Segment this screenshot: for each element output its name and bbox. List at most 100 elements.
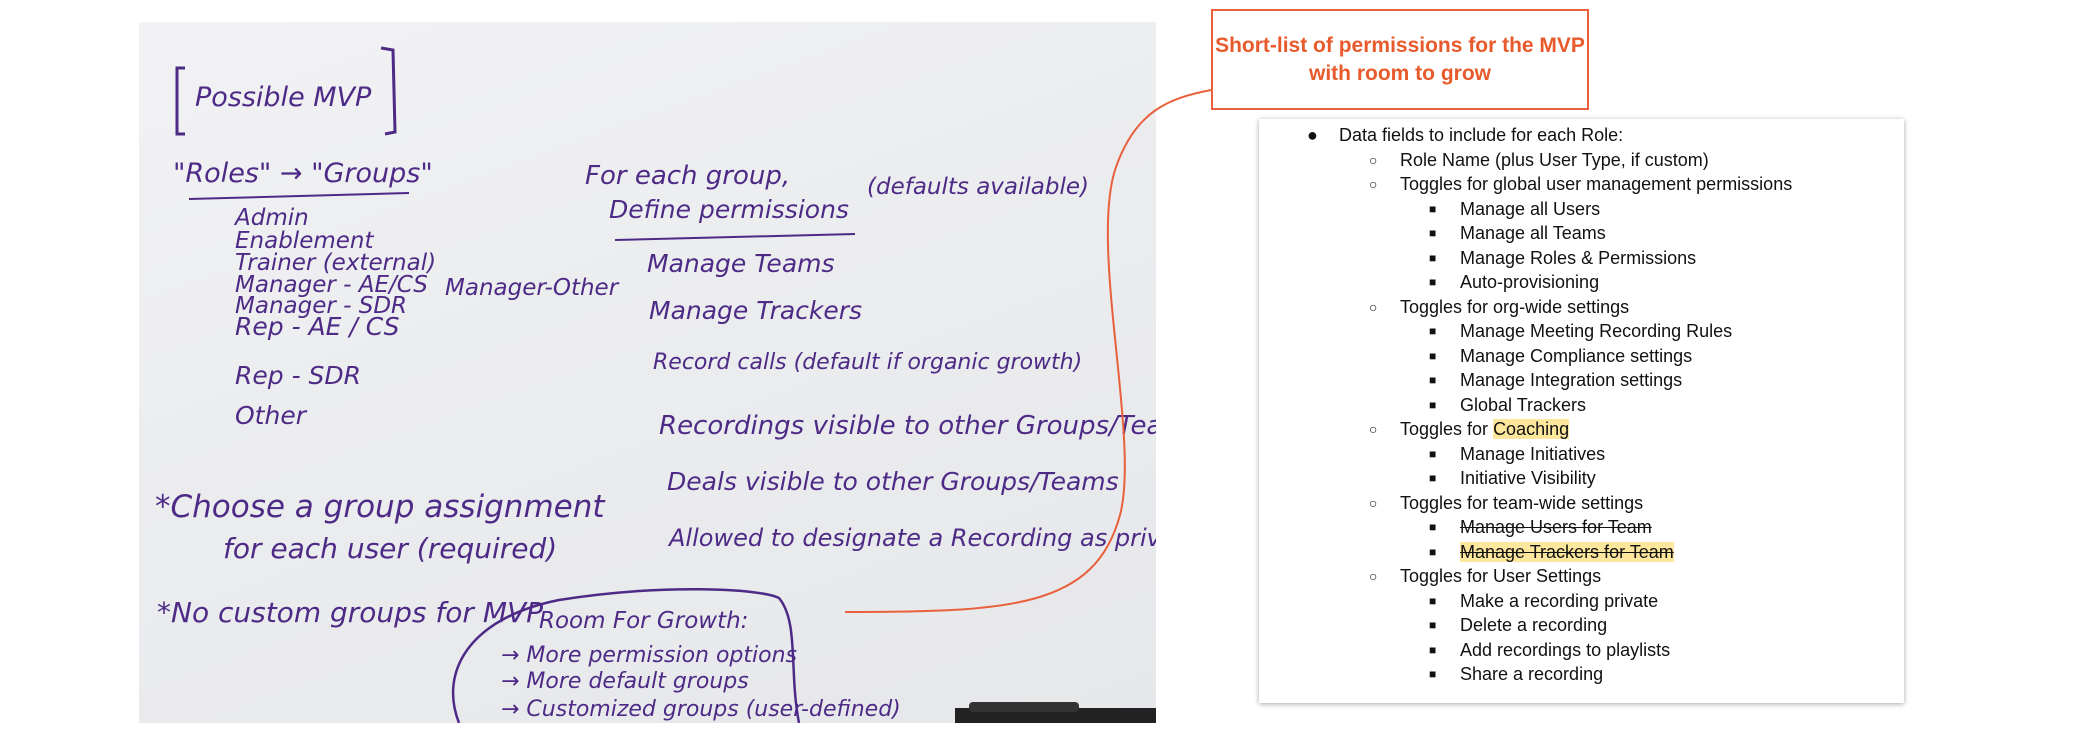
doc-item-label: Global Trackers — [1460, 394, 1587, 415]
wb-permission-item: Record calls (default if organic growth) — [653, 350, 1082, 375]
doc-item: ■ Manage Meeting Recording Rules — [1259, 319, 1904, 344]
wb-permission-item: Manage Teams — [647, 249, 835, 278]
doc-section-label-prefix: Toggles for — [1400, 419, 1494, 439]
wb-growth-loop — [451, 587, 801, 723]
bullet-square: ■ — [1429, 373, 1437, 387]
doc-item: ■ Auto-provisioning — [1259, 270, 1904, 295]
bullet-square: ■ — [1429, 471, 1437, 485]
doc-item: ■ Share a recording — [1259, 662, 1904, 687]
doc-item-label: Share a recording — [1460, 664, 1604, 684]
wb-role-item: Manager - SDR — [235, 293, 407, 319]
doc-item-label: Manage Initiatives — [1460, 443, 1606, 464]
wb-groups-underline — [614, 233, 856, 241]
wb-role-item: Admin — [233, 205, 309, 231]
doc-section-label: Toggles for team-wide settings — [1400, 492, 1644, 513]
bullet-square: ■ — [1429, 226, 1437, 240]
doc-section: ○ Toggles for Coaching — [1259, 417, 1904, 442]
bullet-circle: ○ — [1369, 176, 1378, 192]
whiteboard-photo: Possible MVP "Roles" → "Groups" Admin En… — [139, 22, 1156, 723]
doc-section-label: Toggles for org-wide settings — [1400, 296, 1630, 317]
bullet-square: ■ — [1429, 250, 1437, 265]
bullet-square: ■ — [1429, 544, 1437, 559]
wb-growth-item: → More default groups — [501, 669, 749, 694]
doc-item-label: Manage Meeting Recording Rules — [1460, 321, 1733, 341]
wb-role-item: Rep - SDR — [235, 361, 361, 390]
bullet-circle: ○ — [1369, 568, 1378, 584]
wb-permission-item: Manage Trackers — [649, 296, 862, 325]
doc-item-label: Auto-provisioning — [1460, 272, 1600, 292]
wb-roles-underline — [188, 192, 410, 200]
wb-permission-item: Allowed to designate a Recording as priv… — [667, 524, 1156, 552]
bullet-square: ■ — [1429, 667, 1437, 681]
bullet-circle: ○ — [1369, 421, 1378, 437]
doc-item-label: Manage all Teams — [1460, 223, 1606, 243]
doc-item-label: Manage Users for Team — [1460, 517, 1652, 537]
wb-note-1-cont: for each user (required) — [223, 532, 557, 565]
marker — [969, 702, 1079, 712]
doc-section: ○ Toggles for User Settings — [1259, 564, 1904, 589]
bullet-square: ■ — [1429, 275, 1437, 289]
doc-item: ■ Manage Roles & Permissions — [1259, 246, 1904, 271]
wb-permission-item: Recordings visible to other Groups/Teams — [659, 411, 1156, 441]
wb-growth-item: → More permission options — [501, 643, 797, 668]
wb-role-item: Trainer (external) — [235, 250, 436, 276]
wb-groups-heading-2: Define permissions — [609, 195, 849, 224]
bullet-disc: ● — [1307, 125, 1318, 145]
doc-item-label: Manage Trackers for Team — [1460, 541, 1674, 562]
wb-note-1: *Choose a group assignment — [155, 489, 606, 525]
document-panel: ● Data fields to include for each Role: … — [1259, 119, 1904, 703]
wb-groups-heading-note: (defaults available) — [867, 174, 1089, 200]
doc-section: ○ Role Name (plus User Type, if custom) — [1259, 148, 1904, 173]
bullet-square: ■ — [1429, 642, 1437, 657]
title-bracket-right — [380, 46, 397, 136]
doc-item-label: Manage Integration settings — [1460, 370, 1683, 390]
doc-root-item: ● Data fields to include for each Role: — [1259, 123, 1904, 148]
doc-item-label: Manage Roles & Permissions — [1460, 247, 1697, 268]
doc-item-label: Manage all Users — [1460, 198, 1601, 219]
doc-item: ■ Delete a recording — [1259, 613, 1904, 638]
bullet-square: ■ — [1429, 593, 1437, 608]
wb-growth-heading: Room For Growth: — [539, 608, 748, 634]
bullet-circle: ○ — [1369, 494, 1378, 511]
bullet-circle: ○ — [1369, 298, 1378, 315]
doc-item-label: Manage Compliance settings — [1460, 345, 1693, 366]
bullet-circle: ○ — [1369, 151, 1378, 168]
callout-text: Short-list of permissions for the MVP wi… — [1215, 33, 1585, 85]
wb-groups-heading-1: For each group, — [585, 161, 790, 191]
doc-item: ■ Manage Compliance settings — [1259, 344, 1904, 369]
doc-item-struck: ■ Manage Trackers for Team — [1259, 540, 1904, 565]
wb-role-item: Other — [235, 401, 308, 430]
doc-item: ■ Make a recording private — [1259, 589, 1904, 614]
doc-item-label: Delete a recording — [1460, 615, 1608, 635]
bullet-square: ■ — [1429, 446, 1437, 461]
doc-item: ■ Manage all Teams — [1259, 221, 1904, 246]
doc-item-label: Add recordings to playlists — [1460, 639, 1671, 660]
doc-item-label: Make a recording private — [1460, 590, 1659, 611]
doc-section: ○ Toggles for org-wide settings — [1259, 295, 1904, 320]
doc-root-label: Data fields to include for each Role: — [1339, 125, 1624, 145]
coaching-highlight: Coaching — [1493, 419, 1570, 439]
wb-title: Possible MVP — [195, 82, 372, 113]
doc-item: ■ Manage Integration settings — [1259, 368, 1904, 393]
doc-item-struck: ■Manage Users for Team — [1259, 515, 1904, 540]
doc-item-label: Initiative Visibility — [1460, 468, 1596, 488]
bullet-square: ■ — [1429, 618, 1437, 632]
doc-section: ○ Toggles for team-wide settings — [1259, 491, 1904, 516]
wb-roles-heading: "Roles" → "Groups" — [173, 158, 433, 189]
doc-item: ■ Initiative Visibility — [1259, 466, 1904, 491]
wb-role-item: Manager - AE/CS — [235, 272, 428, 298]
wb-extra-role: Manager-Other — [445, 275, 620, 301]
doc-item: ■ Manage all Users — [1259, 197, 1904, 222]
wb-role-item: Rep - AE / CS — [235, 312, 400, 341]
wb-note-2: *No custom groups for MVP — [157, 596, 543, 629]
doc-section: ○ Toggles for global user management per… — [1259, 172, 1904, 197]
wb-permission-item: Deals visible to other Groups/Teams — [667, 467, 1119, 496]
callout-box: Short-list of permissions for the MVP wi… — [1211, 9, 1589, 110]
bullet-square: ■ — [1429, 348, 1437, 363]
bullet-square: ■ — [1429, 397, 1437, 412]
doc-section-label: Toggles for User Settings — [1400, 566, 1602, 586]
bullet-square: ■ — [1429, 201, 1437, 216]
wb-role-item: Enablement — [235, 228, 374, 254]
bullet-square: ■ — [1429, 324, 1437, 338]
doc-section-label: Role Name (plus User Type, if custom) — [1400, 149, 1709, 170]
